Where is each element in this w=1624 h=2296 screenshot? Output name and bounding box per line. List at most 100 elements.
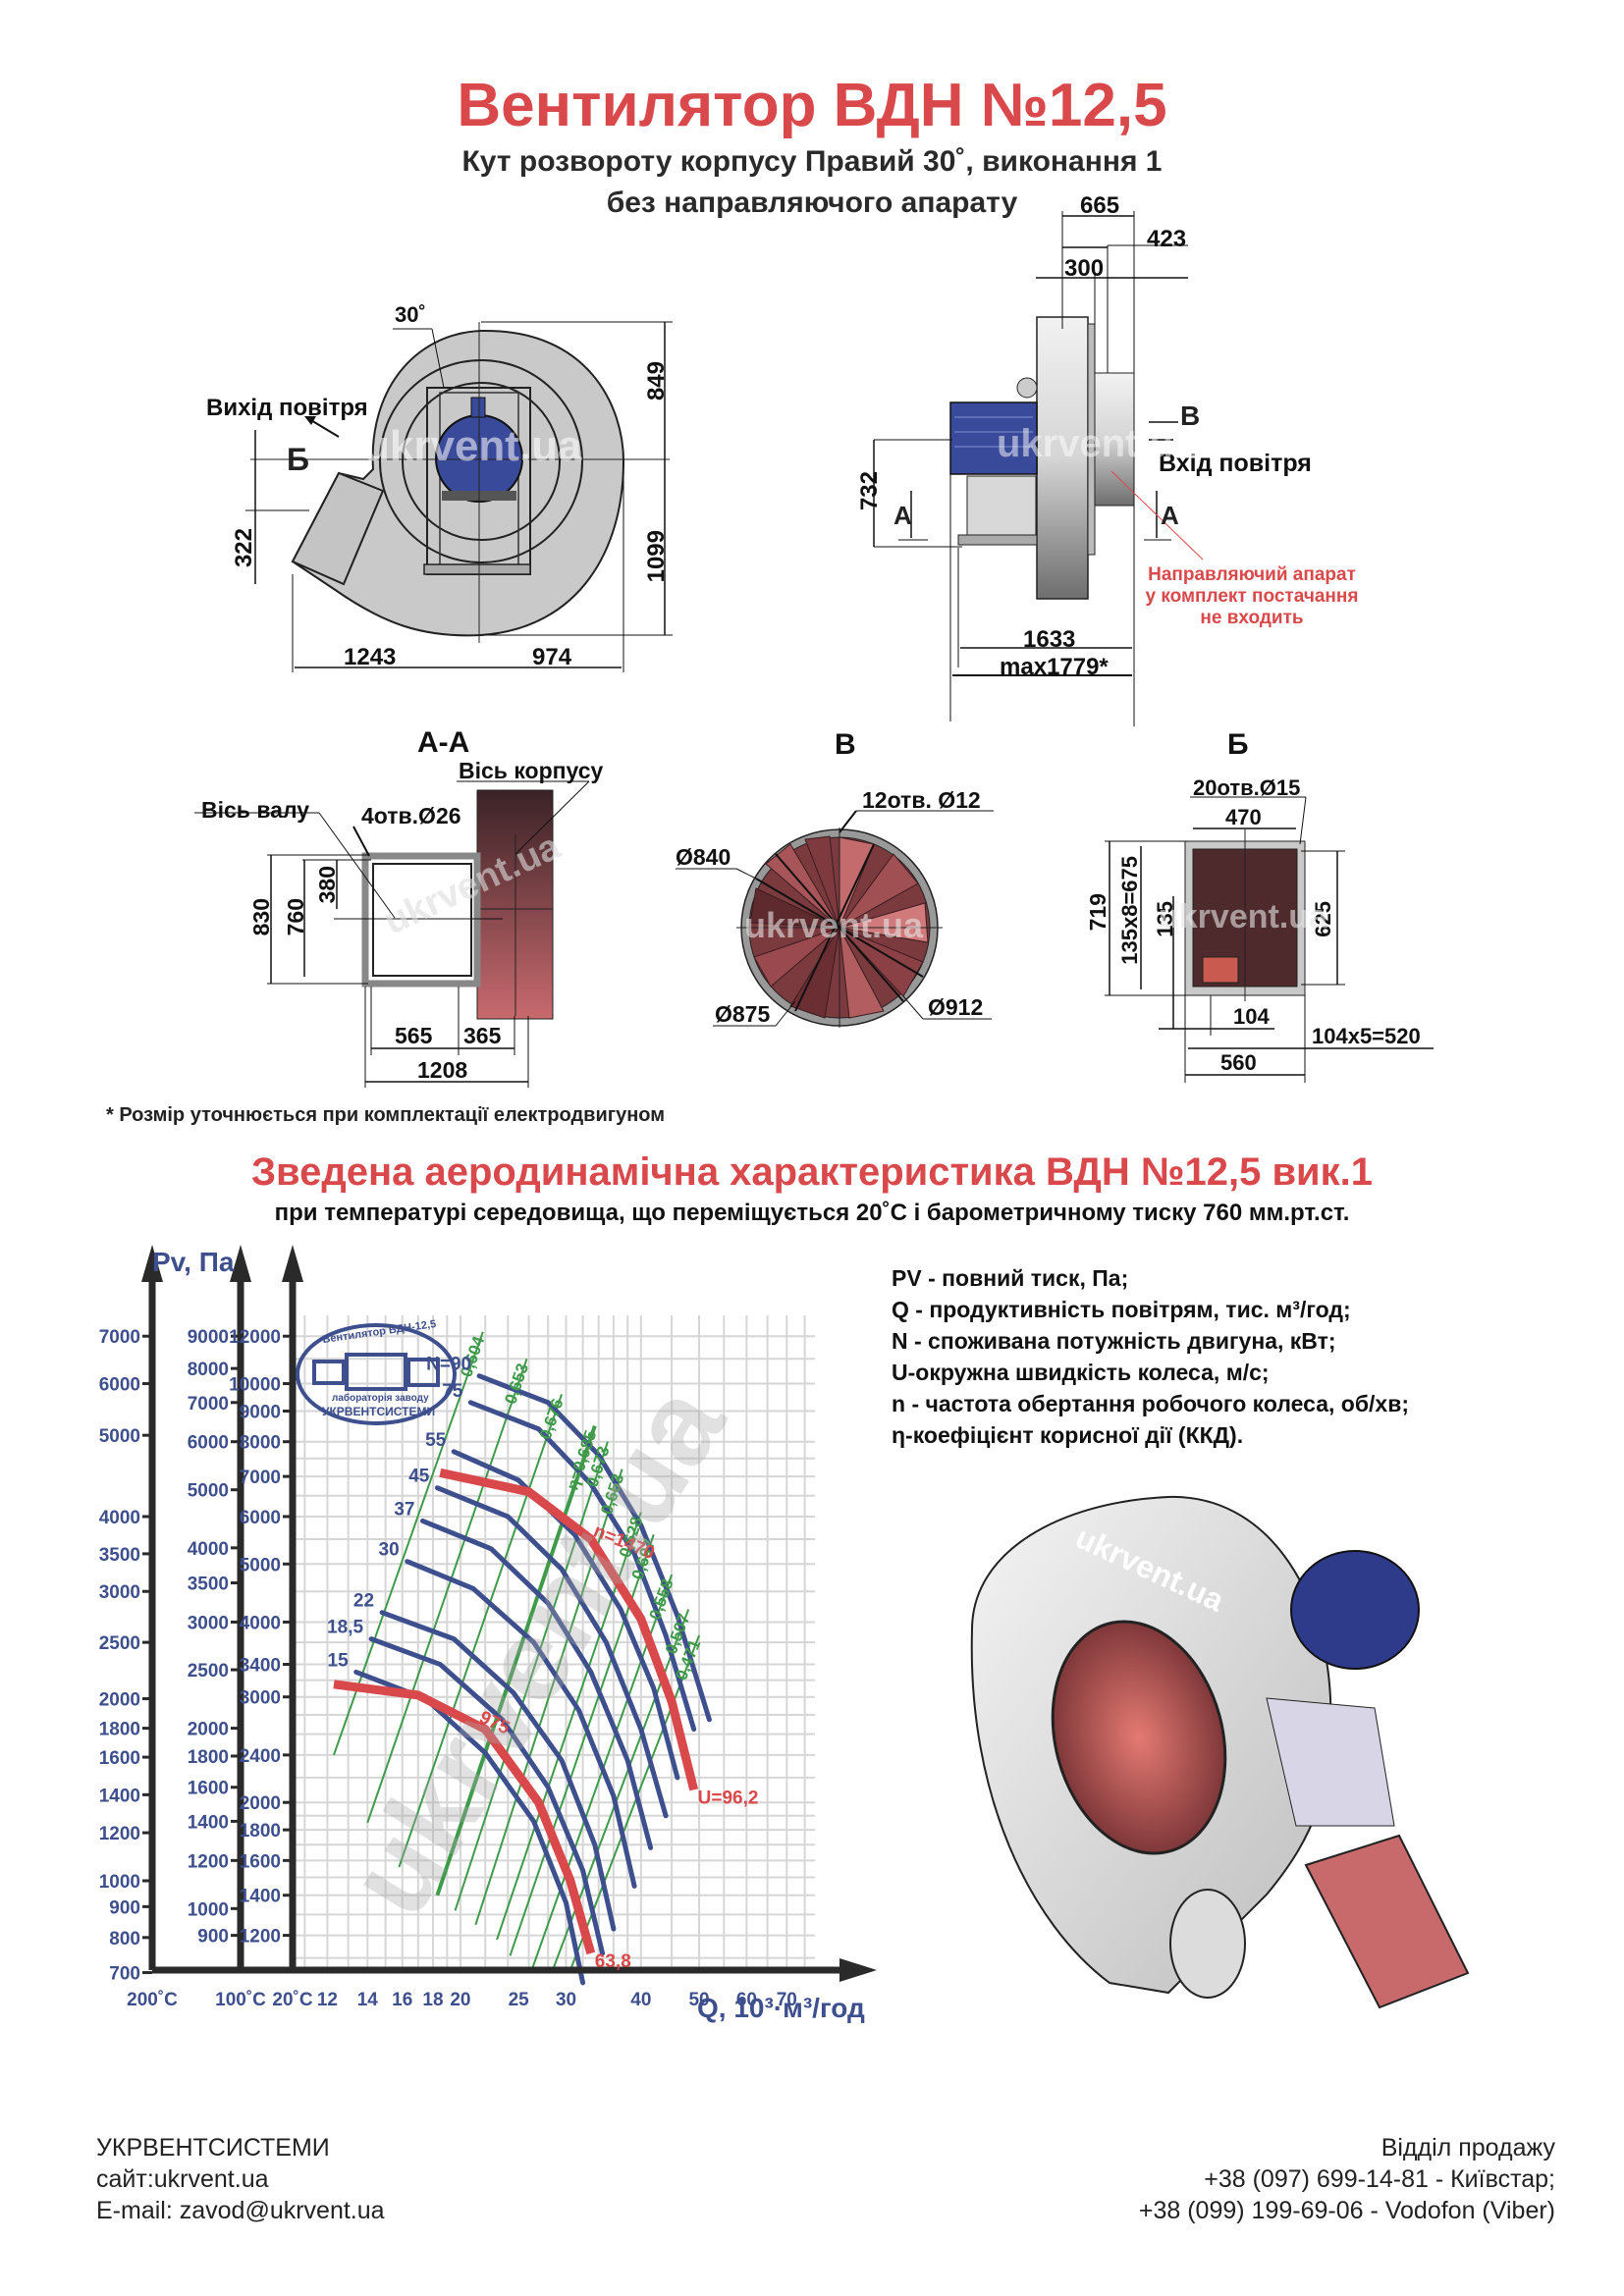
y-tick-label: 7000 bbox=[188, 1394, 229, 1415]
guide-apparatus-note: Направляючий апарат у комплект постачанн… bbox=[1139, 564, 1365, 629]
render-inlet bbox=[1051, 1620, 1227, 1855]
y-tick-label: 2500 bbox=[188, 1661, 229, 1682]
y-axis-arrow bbox=[141, 1245, 163, 1282]
x-tick-label: 12 bbox=[317, 1990, 338, 2010]
rpm-curve bbox=[333, 1680, 596, 1955]
x-axis-label: Q, 10³·м³/год bbox=[697, 1993, 865, 2023]
x-tick-label: 20 bbox=[450, 1990, 470, 2010]
y-tick-label: 10000 bbox=[229, 1375, 281, 1396]
rpm-curves bbox=[333, 1468, 699, 1955]
section-aa-svg bbox=[194, 780, 590, 1088]
phone-vodafone[interactable]: +38 (099) 199-69-06 - Vodofon (Viber) bbox=[1138, 2197, 1555, 2224]
dim-665: 665 bbox=[1080, 192, 1120, 219]
legend-eta: η-коефіцієнт корисної дії (ККД). bbox=[892, 1422, 1244, 1448]
y-tick-label: 5000 bbox=[99, 1426, 140, 1447]
company-name: УКРВЕНТСИСТЕМИ bbox=[96, 2134, 330, 2162]
y-axis-label: Pv, Па bbox=[152, 1247, 235, 1277]
render-outlet bbox=[1304, 1834, 1470, 2009]
y-tick-label: 7000 bbox=[240, 1468, 281, 1488]
guide-note-line-3: не входить bbox=[1200, 608, 1304, 628]
y-tick-label: 1400 bbox=[99, 1786, 140, 1806]
front-view-svg bbox=[245, 321, 673, 672]
watermark: ukrvent.ua bbox=[363, 422, 582, 470]
x-tick-label: 40 bbox=[630, 1990, 651, 2010]
dim-135x8-675: 135x8=675 bbox=[1117, 856, 1142, 965]
diameter-840-label: Ø840 bbox=[676, 844, 731, 870]
section-b-svg bbox=[1105, 796, 1434, 1083]
y-tick-label: 4000 bbox=[188, 1539, 229, 1560]
legend-pv: PV - повний тиск, Па; bbox=[892, 1265, 1129, 1291]
y-tick-label: 5000 bbox=[240, 1555, 281, 1575]
section-b-mark: Б bbox=[287, 442, 309, 477]
footer-left: УКРВЕНТСИСТЕМИ сайт:ukrvent.ua E-mail: z… bbox=[96, 2132, 385, 2226]
dim-565: 565 bbox=[395, 1023, 433, 1048]
page-subtitle-2: без направляючого апарату bbox=[606, 187, 1018, 219]
dim-719: 719 bbox=[1085, 893, 1110, 932]
stamp-fan-icon bbox=[345, 1353, 407, 1391]
sales-dept-label: Відділ продажу bbox=[1380, 2134, 1555, 2162]
guide-note-line-2: у комплект постачання bbox=[1145, 586, 1359, 607]
power-curve-label: 30 bbox=[379, 1540, 400, 1561]
power-curve bbox=[434, 1485, 669, 1819]
watermark: ukrvent.ua bbox=[744, 905, 924, 945]
y-tick-label: 1000 bbox=[99, 1872, 140, 1893]
y-tick-label: 1600 bbox=[188, 1779, 229, 1799]
side-view-svg bbox=[873, 211, 1204, 726]
temperature-label: 200˚С bbox=[127, 1990, 178, 2010]
fan-3d-render: ukrvent.ua bbox=[943, 1472, 1532, 2022]
power-curve bbox=[379, 1610, 617, 1932]
section-aa-drawing: А-А Вісь корпусу Вісь валу 4отв.Ø26 830 … bbox=[177, 717, 648, 1109]
x-tick-label: 14 bbox=[357, 1990, 379, 2010]
efficiency-line bbox=[366, 1358, 528, 1824]
rpm-end-label: U=96,2 bbox=[698, 1788, 759, 1808]
power-curve-label: 22 bbox=[353, 1591, 374, 1612]
y-tick-label: 9000 bbox=[188, 1327, 229, 1348]
y-tick-label: 1200 bbox=[188, 1851, 229, 1872]
power-curve-label: 15 bbox=[328, 1650, 350, 1671]
dim-423: 423 bbox=[1147, 226, 1187, 252]
motor-side bbox=[949, 401, 1038, 475]
dim-365: 365 bbox=[463, 1023, 502, 1048]
y-tick-label: 8000 bbox=[188, 1360, 229, 1380]
y-tick-label: 900 bbox=[109, 1897, 140, 1918]
phone-kyivstar[interactable]: +38 (097) 699-14-81 - Київстар; bbox=[1204, 2165, 1555, 2193]
footer-right: Відділ продажу +38 (097) 699-14-81 - Киї… bbox=[1139, 2132, 1555, 2226]
watermark: ukrvent.ua bbox=[997, 422, 1196, 465]
lab-stamp: Вентилятор ВДН-12,5 лабораторія заводу У… bbox=[293, 1318, 460, 1428]
temperature-label: 20˚С bbox=[272, 1990, 312, 2010]
email-link[interactable]: E-mail: zavod@ukrvent.ua bbox=[96, 2197, 385, 2224]
y-tick-label: 800 bbox=[109, 1929, 140, 1949]
section-b-drawing: Б 20отв.Ø15 470 719 135x8=675 135 625 10… bbox=[1080, 717, 1512, 1109]
angle-30-label: 30˚ bbox=[395, 302, 426, 327]
website-link[interactable]: сайт:ukrvent.ua bbox=[96, 2165, 269, 2193]
dim-300: 300 bbox=[1064, 255, 1105, 282]
y-tick-label: 9000 bbox=[240, 1402, 281, 1422]
y-tick-label: 2000 bbox=[188, 1720, 229, 1740]
x-tick-label: 25 bbox=[509, 1990, 530, 2010]
efficiency-line bbox=[454, 1441, 609, 1911]
power-curve-label: 37 bbox=[394, 1499, 414, 1520]
y-tick-label: 3500 bbox=[188, 1575, 229, 1595]
y-tick-label: 2400 bbox=[240, 1746, 281, 1767]
y-tick-label: 3400 bbox=[240, 1656, 281, 1677]
x-tick-label: 60 bbox=[736, 1990, 757, 2010]
dim-974: 974 bbox=[532, 644, 572, 670]
page-subtitle-1: Кут розвороту корпусу Правий 30˚, викона… bbox=[461, 145, 1163, 178]
efficiency-line bbox=[435, 1424, 597, 1896]
x-tick-label: 70 bbox=[777, 1990, 797, 2010]
section-a-mark-left: А bbox=[893, 501, 912, 530]
y-tick-label: 6000 bbox=[188, 1433, 229, 1454]
x-axis-arrow bbox=[839, 1958, 877, 1982]
frame-section bbox=[361, 852, 481, 988]
y-tick-label: 3000 bbox=[240, 1688, 281, 1709]
y-tick-label: 1600 bbox=[99, 1748, 140, 1769]
y-tick-label: 1800 bbox=[188, 1747, 229, 1768]
dim-104: 104 bbox=[1233, 1004, 1270, 1029]
holes-12x12-label: 12отв. Ø12 bbox=[862, 787, 981, 813]
dim-830: 830 bbox=[248, 898, 274, 936]
efficiency-line bbox=[398, 1394, 563, 1868]
dim-560: 560 bbox=[1220, 1050, 1257, 1075]
power-curve-label: 18,5 bbox=[327, 1618, 363, 1638]
page-title: Вентилятор ВДН №12,5 bbox=[457, 72, 1167, 139]
chart-subtitle: при температурі середовища, що переміщує… bbox=[274, 1200, 1350, 1226]
